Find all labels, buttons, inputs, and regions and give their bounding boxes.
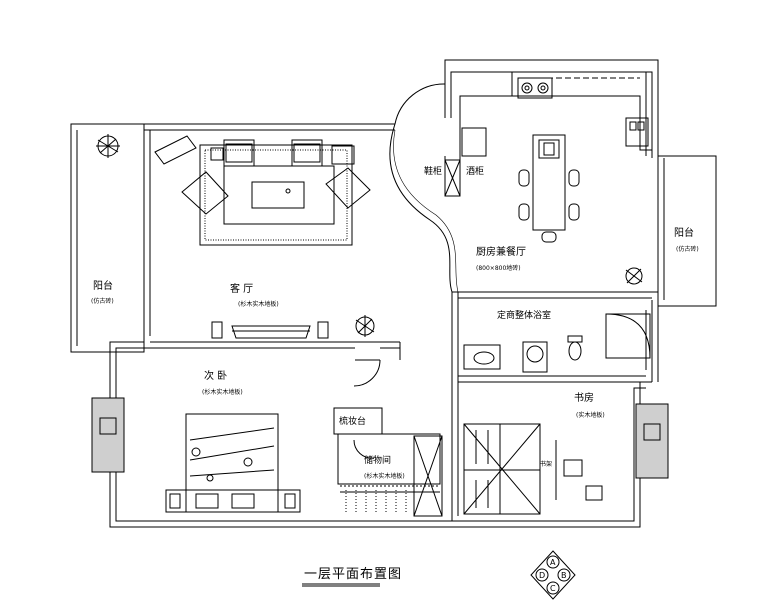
compass <box>530 550 576 600</box>
compass-a: A <box>550 558 556 567</box>
curved-partition <box>389 123 453 293</box>
storage-floor: (杉木实木地板) <box>364 473 405 480</box>
study-floor: (实木地板) <box>576 412 605 419</box>
right-balcony-outline <box>657 155 717 307</box>
living-room-floor: (杉木实木地板) <box>238 301 279 308</box>
kitchen-label: 厨房兼餐厅 <box>476 247 526 258</box>
kitchen-counter <box>459 72 652 157</box>
bathroom-label: 定商整体浴室 <box>497 311 552 321</box>
plants <box>96 134 643 337</box>
dresser-label: 梳妆台 <box>339 417 367 427</box>
plant-balcony-left <box>96 134 120 158</box>
bedroom-furniture <box>165 359 381 513</box>
plant-kitchen <box>625 267 643 285</box>
bathroom-fixtures <box>463 310 651 373</box>
bedroom-floor: (杉木实木地板) <box>202 389 243 396</box>
shoe-cabinet-label: 鞋柜 <box>424 167 443 177</box>
balcony-right-floor: (仿古砖) <box>676 246 699 253</box>
storage-label: 储物间 <box>364 456 392 466</box>
kitchen-floor: (800×800地砖) <box>476 265 521 272</box>
entry-door-arc <box>394 83 446 125</box>
living-room-label: 客 厅 <box>230 284 254 295</box>
storage-furniture <box>333 407 443 517</box>
bookshelf-label: 书架 <box>540 461 553 468</box>
dining-table <box>518 134 580 243</box>
study-furniture <box>463 423 603 515</box>
wine-cabinet-label: 酒柜 <box>466 167 485 177</box>
compass-b: B <box>561 571 567 580</box>
left-balcony-outline <box>70 123 145 353</box>
side-balconies <box>91 397 669 479</box>
compass-d: D <box>539 571 546 580</box>
balcony-left-label: 阳台 <box>93 281 113 292</box>
plant-living <box>355 315 375 337</box>
balcony-right-label: 阳台 <box>674 228 694 239</box>
study-label: 书房 <box>574 393 594 404</box>
outer-walls <box>70 59 717 528</box>
balcony-left-floor: (仿古砖) <box>91 298 114 305</box>
cabinets <box>444 159 461 197</box>
compass-c: C <box>550 584 556 593</box>
drawing-title: 一层平面布置图 <box>304 567 403 582</box>
bedroom-label: 次 卧 <box>204 371 228 382</box>
living-furniture <box>154 135 371 339</box>
